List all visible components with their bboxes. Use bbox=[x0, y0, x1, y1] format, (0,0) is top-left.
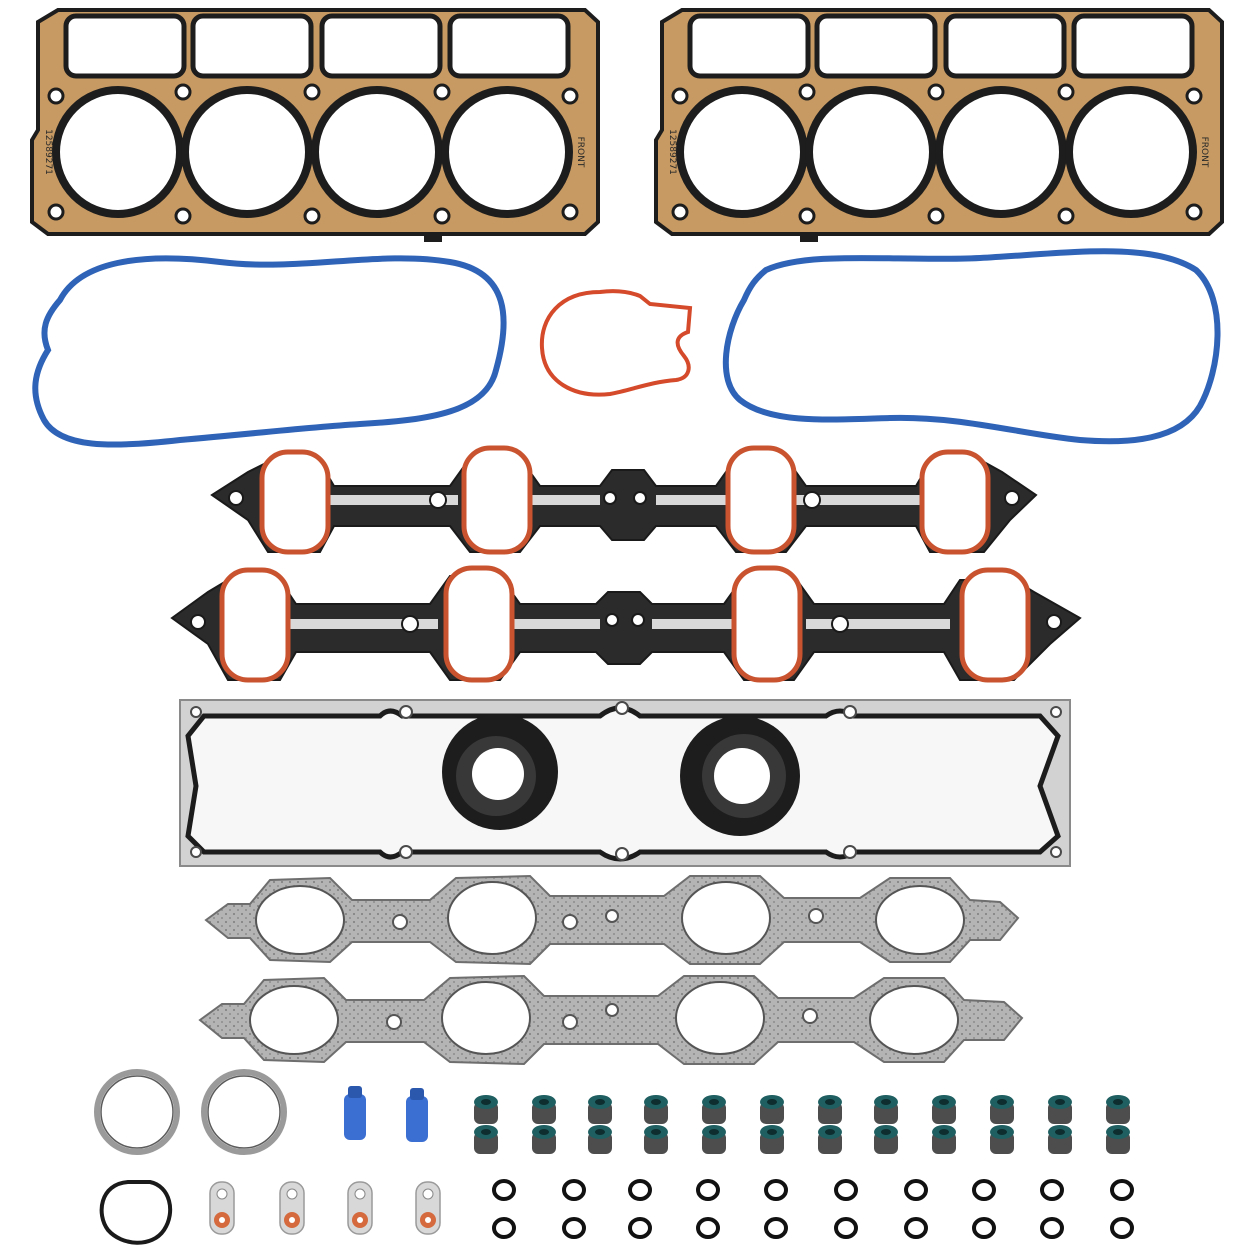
sensor-gasket bbox=[415, 1181, 441, 1235]
exhaust-gasket-upper bbox=[204, 874, 1020, 966]
sensor-gasket bbox=[209, 1181, 235, 1235]
valve-stem-seals bbox=[474, 1095, 1130, 1154]
valve-stem-seal bbox=[474, 1125, 498, 1154]
valve-stem-seal bbox=[818, 1125, 842, 1154]
sensor-gaskets bbox=[209, 1181, 441, 1235]
valve-stem-seal bbox=[702, 1095, 726, 1124]
intake-gasket-lower bbox=[170, 565, 1082, 683]
valve-stem-seal bbox=[702, 1125, 726, 1154]
o-ring bbox=[628, 1179, 652, 1201]
valve-stem-seal bbox=[1106, 1125, 1130, 1154]
valve-stem-seal bbox=[588, 1095, 612, 1124]
head-gasket-left: 12589271 FRONT bbox=[30, 8, 600, 242]
valve-stem-seal bbox=[588, 1125, 612, 1154]
casting-number-left: 12589271 bbox=[43, 129, 53, 175]
casting-number-right: 12589271 bbox=[667, 129, 677, 175]
o-ring bbox=[562, 1179, 586, 1201]
rear-seal-right bbox=[680, 716, 800, 836]
o-ring bbox=[1110, 1217, 1134, 1239]
sensor-gasket bbox=[279, 1181, 305, 1235]
valve-stem-seal bbox=[874, 1125, 898, 1154]
valve-stem-seal bbox=[932, 1095, 956, 1124]
o-ring bbox=[764, 1217, 788, 1239]
rear-seal-left bbox=[442, 714, 558, 830]
small-o-rings bbox=[492, 1179, 1134, 1239]
valve-stem-seal bbox=[1048, 1125, 1072, 1154]
o-ring bbox=[562, 1217, 586, 1239]
o-ring bbox=[904, 1179, 928, 1201]
o-ring bbox=[1040, 1179, 1064, 1201]
valve-stem-seal bbox=[760, 1125, 784, 1154]
valve-stem-seal bbox=[474, 1095, 498, 1124]
o-ring bbox=[696, 1179, 720, 1201]
valley-cover-gasket bbox=[179, 699, 1071, 867]
head-gasket-right: 12589271 FRONT bbox=[654, 8, 1224, 242]
plug-caps bbox=[344, 1086, 428, 1142]
o-ring bbox=[1110, 1179, 1134, 1201]
throttle-body-gasket bbox=[99, 1180, 173, 1245]
o-ring bbox=[972, 1217, 996, 1239]
o-ring bbox=[834, 1217, 858, 1239]
valve-cover-gasket-right bbox=[722, 248, 1221, 445]
o-ring bbox=[1040, 1217, 1064, 1239]
front-marking-left: FRONT bbox=[575, 137, 585, 168]
o-ring bbox=[834, 1179, 858, 1201]
o-ring bbox=[764, 1179, 788, 1201]
valve-stem-seal bbox=[1048, 1095, 1072, 1124]
exhaust-ring-right bbox=[201, 1069, 287, 1155]
sensor-gasket bbox=[347, 1181, 373, 1235]
valve-stem-seal bbox=[818, 1095, 842, 1124]
intake-gasket-upper bbox=[210, 445, 1038, 555]
o-ring bbox=[628, 1217, 652, 1239]
o-ring bbox=[904, 1217, 928, 1239]
valve-stem-seal bbox=[1106, 1095, 1130, 1124]
exhaust-ring-left bbox=[94, 1069, 180, 1155]
o-ring bbox=[696, 1217, 720, 1239]
valve-stem-seal bbox=[990, 1125, 1014, 1154]
valve-cover-gasket-left bbox=[32, 255, 507, 448]
valve-stem-seal bbox=[990, 1095, 1014, 1124]
o-ring bbox=[492, 1179, 516, 1201]
front-marking-right: FRONT bbox=[1199, 137, 1209, 168]
valve-stem-seal bbox=[760, 1095, 784, 1124]
valve-stem-seal bbox=[874, 1095, 898, 1124]
valve-stem-seal bbox=[644, 1125, 668, 1154]
valve-stem-seal bbox=[532, 1125, 556, 1154]
o-ring bbox=[492, 1217, 516, 1239]
water-pump-seal bbox=[539, 289, 693, 397]
valve-stem-seal bbox=[644, 1095, 668, 1124]
valve-stem-seal bbox=[532, 1095, 556, 1124]
o-ring bbox=[972, 1179, 996, 1201]
valve-stem-seal bbox=[932, 1125, 956, 1154]
exhaust-gasket-lower bbox=[198, 974, 1024, 1066]
